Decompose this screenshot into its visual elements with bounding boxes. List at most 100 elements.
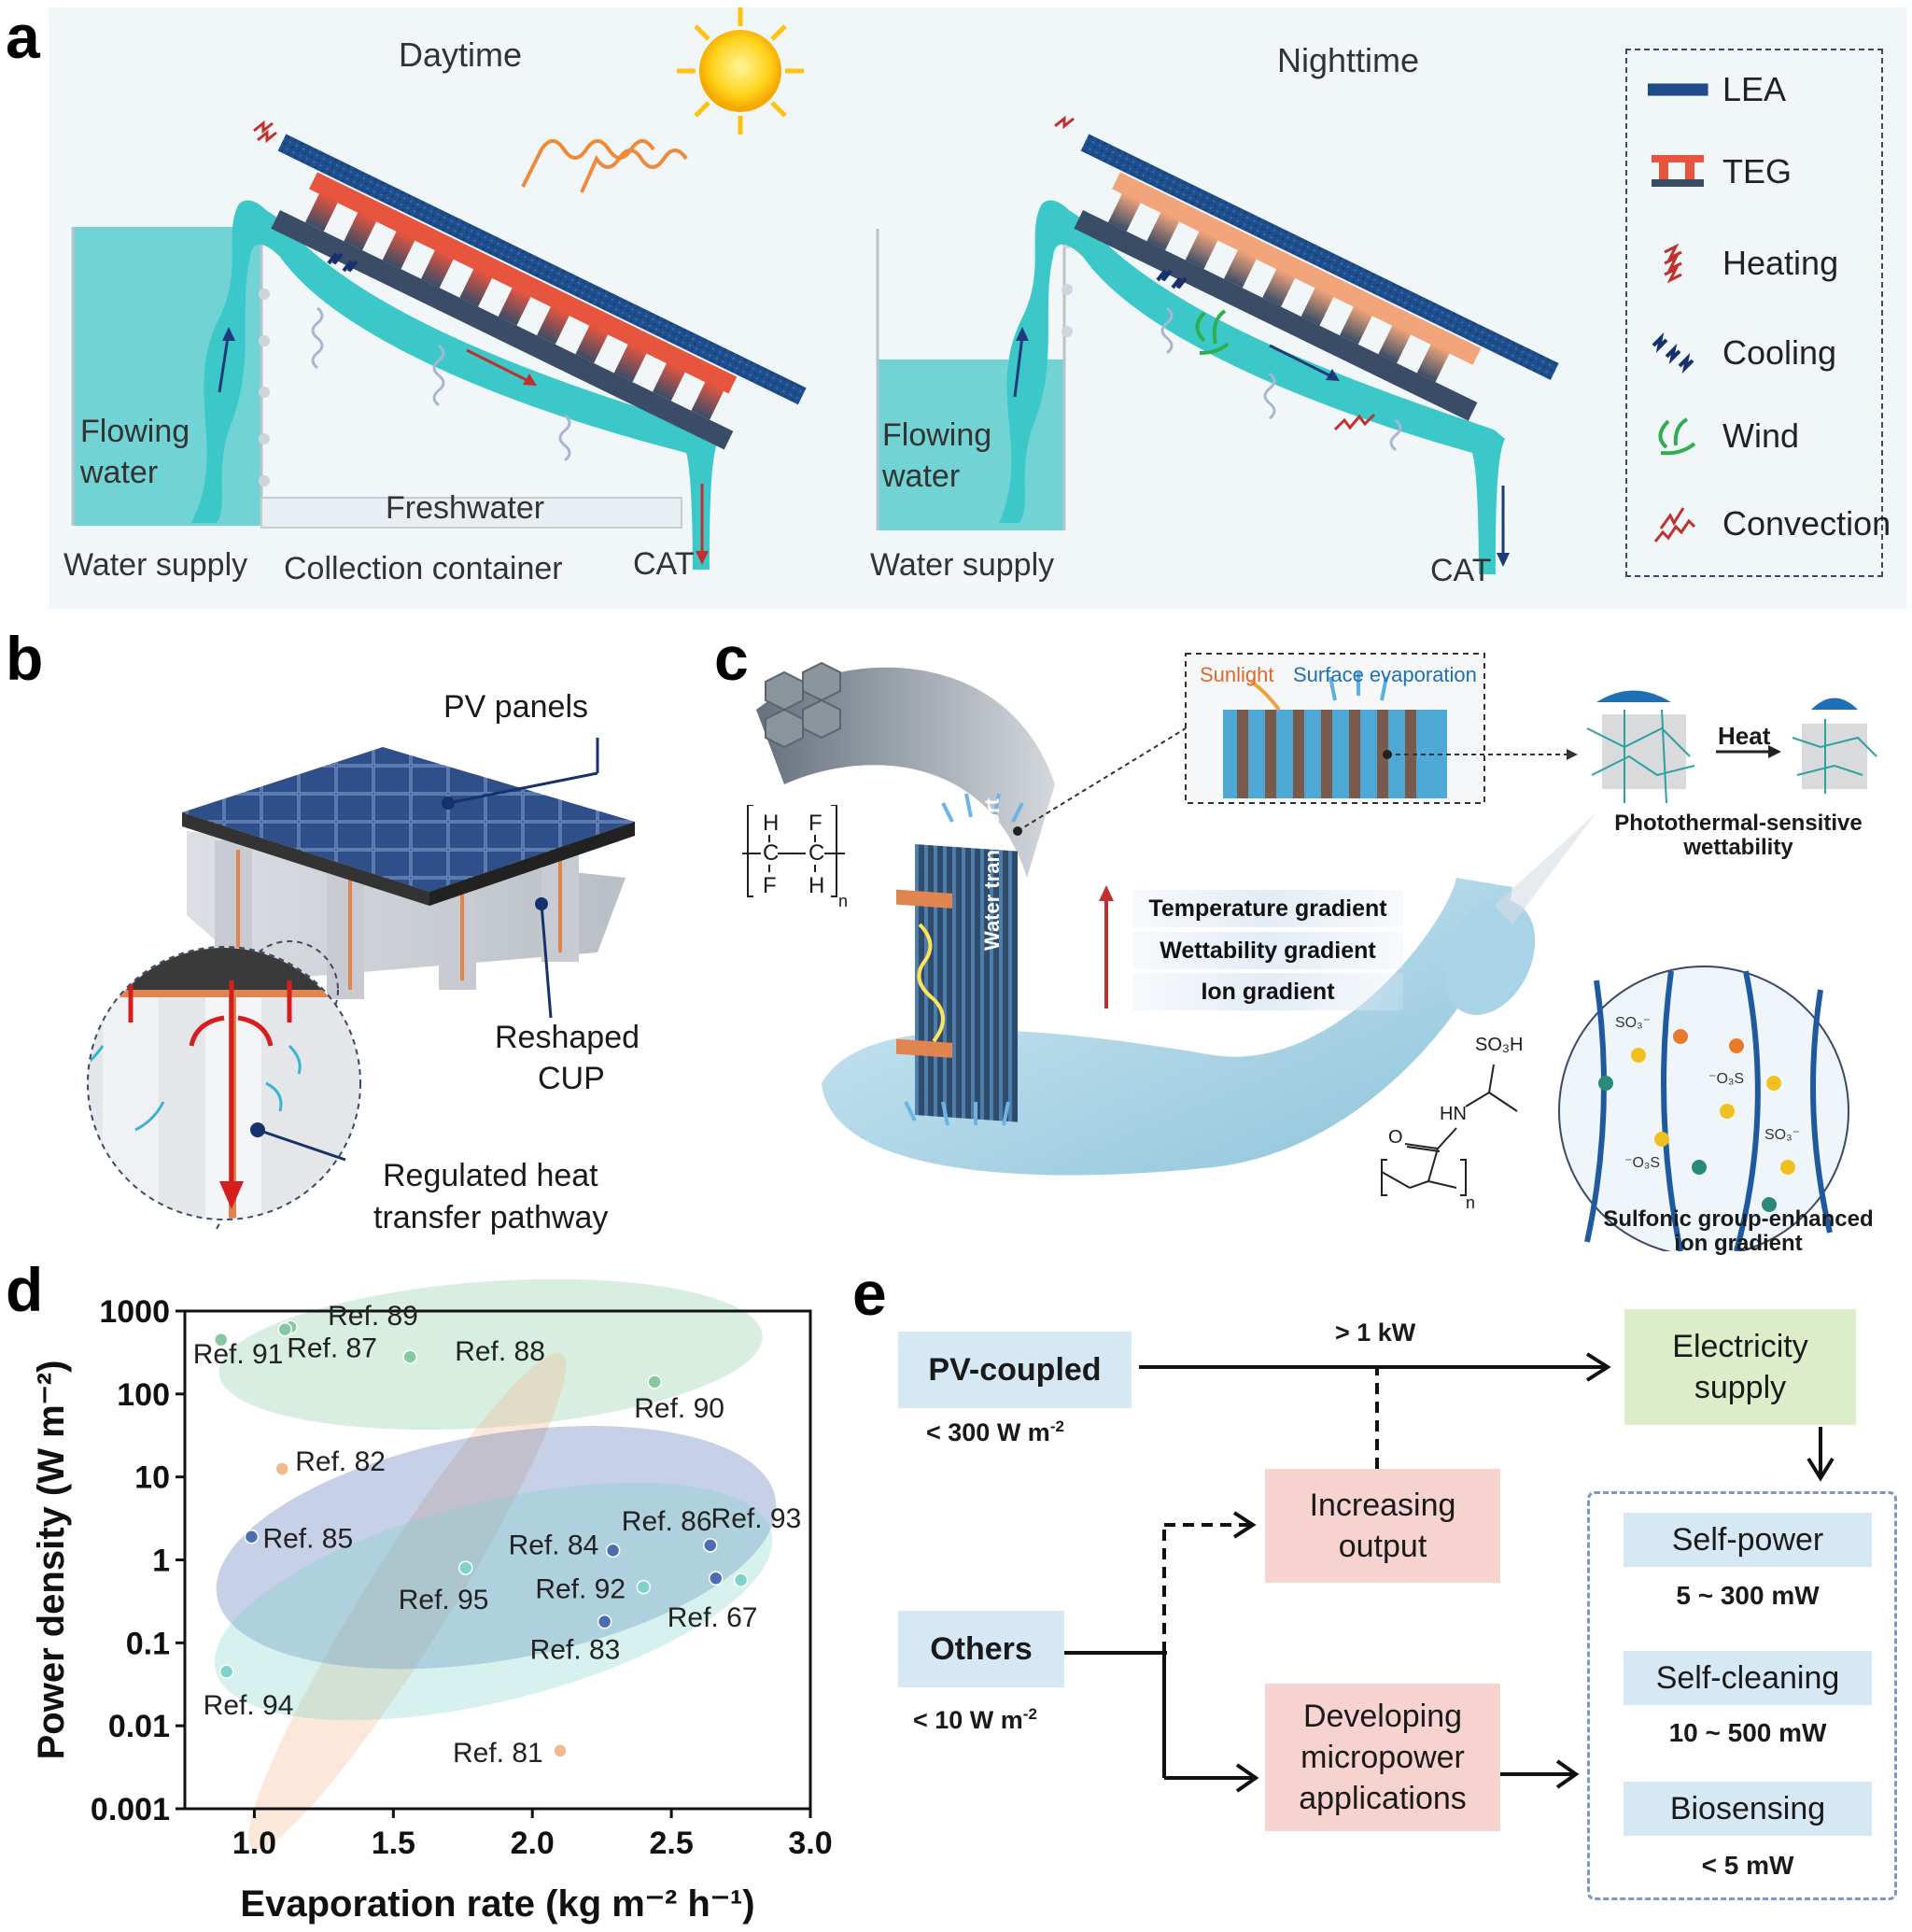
cooling-icon bbox=[1652, 332, 1694, 374]
water-transport-label: Water transport bbox=[980, 798, 1004, 951]
data-point bbox=[244, 1529, 260, 1544]
left-heating-icon bbox=[253, 120, 277, 144]
legend-label-teg: TEG bbox=[1722, 152, 1792, 190]
right-flowing-label-1: Flowing bbox=[882, 417, 992, 453]
electricity-line-1: Electricity bbox=[1672, 1328, 1808, 1364]
pvdf-f2: F bbox=[763, 873, 777, 898]
left-wick bbox=[191, 200, 719, 571]
x-tick-label: 2.5 bbox=[649, 1826, 693, 1861]
wettability-gradient-label: Wettability gradient bbox=[1132, 932, 1403, 969]
data-point bbox=[218, 1664, 234, 1679]
freshwater-label: Freshwater bbox=[386, 490, 545, 526]
data-point-label: Ref. 88 bbox=[455, 1336, 545, 1367]
legend-item-heating: Heating bbox=[1648, 243, 1838, 284]
surface-evaporation-label: Surface evaporation bbox=[1293, 663, 1477, 686]
pv-coupled-box: PV-coupled bbox=[898, 1332, 1132, 1408]
left-teg bbox=[271, 134, 807, 450]
legend-label-convection: Convection bbox=[1722, 504, 1891, 543]
left-cooling-icon bbox=[327, 252, 358, 273]
right-heating-icon bbox=[1054, 115, 1075, 130]
y-tick-label: 1000 bbox=[99, 1294, 170, 1330]
x-tick-label: 1.5 bbox=[372, 1826, 415, 1861]
sunlight-waves bbox=[521, 139, 688, 193]
x-tick-label: 3.0 bbox=[788, 1826, 832, 1861]
ion-gradient-label: Ion gradient bbox=[1132, 973, 1403, 1010]
data-point bbox=[733, 1572, 749, 1587]
panel-label-b: b bbox=[6, 624, 44, 693]
legend-item-convection: Convection bbox=[1648, 501, 1891, 547]
right-water-supply-label: Water supply bbox=[870, 547, 1055, 583]
panel-a-illustration bbox=[71, 7, 1559, 575]
y-axis-label: Power density (W m⁻²) bbox=[31, 1361, 72, 1760]
data-point bbox=[605, 1543, 621, 1558]
right-vapor bbox=[1160, 306, 1402, 452]
self-power-box: Self-power bbox=[1624, 1513, 1872, 1567]
data-point bbox=[647, 1375, 662, 1389]
polymer-bonds bbox=[1381, 1064, 1518, 1196]
panel-b-illustration bbox=[87, 738, 635, 1233]
data-point-label: Ref. 84 bbox=[509, 1530, 599, 1560]
panel-label-d: d bbox=[6, 1255, 44, 1324]
y-tick-label: 0.1 bbox=[126, 1626, 170, 1661]
gt-1kw-label: > 1 kW bbox=[1335, 1319, 1416, 1347]
convection-icon bbox=[1653, 507, 1696, 543]
photothermal-label-1: Photothermal-sensitive bbox=[1614, 811, 1863, 836]
developing-line-3: applications bbox=[1299, 1781, 1467, 1817]
sunlight-label: Sunlight bbox=[1200, 663, 1274, 686]
left-cat-label: CAT bbox=[633, 546, 695, 582]
data-point-label: Ref. 86 bbox=[622, 1506, 712, 1537]
data-point-label: Ref. 83 bbox=[530, 1635, 621, 1666]
pv-panels-label: PV panels bbox=[443, 689, 588, 725]
data-point-label: Ref. 82 bbox=[295, 1446, 386, 1477]
developing-box: Developing micropower applications bbox=[1265, 1684, 1500, 1831]
pvdf-n: n bbox=[838, 892, 849, 910]
electricity-supply-box: Electricity supply bbox=[1624, 1309, 1856, 1425]
data-point bbox=[402, 1349, 417, 1364]
data-point-label: Ref. 91 bbox=[193, 1339, 284, 1370]
temperature-gradient-label: Temperature gradient bbox=[1132, 890, 1403, 927]
developing-line-2: micropower bbox=[1300, 1739, 1465, 1775]
right-flowing-label-2: water bbox=[882, 458, 961, 494]
pv-panel-surface bbox=[182, 747, 635, 892]
left-water-supply-label: Water supply bbox=[63, 547, 248, 583]
group-region-blue bbox=[216, 1426, 777, 1670]
y-tick-label: 100 bbox=[117, 1377, 170, 1413]
others-power-label: < 10 W m-2 bbox=[913, 1705, 1037, 1734]
reshaped-cup-label-2: CUP bbox=[538, 1061, 605, 1096]
panel-e-arrows bbox=[1064, 1352, 1835, 1793]
nighttime-label: Nighttime bbox=[1277, 41, 1420, 79]
pvdf-c2: C bbox=[808, 840, 825, 866]
x-tick-label: 1.0 bbox=[232, 1826, 276, 1861]
data-point bbox=[709, 1571, 724, 1586]
honeycomb-icon bbox=[765, 661, 841, 749]
data-point-label: Ref. 93 bbox=[711, 1503, 802, 1534]
data-point-label: Ref. 85 bbox=[262, 1524, 353, 1555]
photothermal-label-2: wettability bbox=[1683, 835, 1793, 860]
group-region-green bbox=[218, 1278, 763, 1431]
polymer-hn: HN bbox=[1440, 1104, 1467, 1124]
heat-label: Heat bbox=[1718, 722, 1771, 750]
legend-item-teg: TEG bbox=[1648, 151, 1792, 192]
panel-label-c: c bbox=[714, 624, 749, 693]
left-vapor bbox=[311, 306, 571, 462]
increasing-output-box: Increasing output bbox=[1265, 1469, 1500, 1583]
developing-line-1: Developing bbox=[1302, 1698, 1463, 1734]
data-point bbox=[703, 1538, 718, 1553]
reshaped-cup-label-1: Reshaped bbox=[495, 1020, 640, 1055]
panel-c-illustration: SO₃⁻ ⁻O₃S SO₃⁻ ⁻O₃S bbox=[756, 653, 1877, 1251]
panel-label-a: a bbox=[6, 2, 40, 71]
ion-label-2: ⁻O₃S bbox=[1708, 1071, 1744, 1087]
data-point bbox=[213, 1333, 229, 1347]
group-region-teal bbox=[214, 1482, 773, 1721]
legend-item-wind: Wind bbox=[1648, 416, 1799, 457]
sulfonic-label-2: ion gradient bbox=[1674, 1231, 1803, 1256]
right-cooling-icon bbox=[1156, 269, 1188, 289]
increasing-line-1: Increasing bbox=[1309, 1487, 1456, 1523]
data-point bbox=[597, 1614, 612, 1629]
data-point-label: Ref. 87 bbox=[287, 1333, 377, 1364]
data-point bbox=[274, 1461, 289, 1476]
biosensing-box: Biosensing bbox=[1624, 1782, 1872, 1836]
daytime-label: Daytime bbox=[399, 35, 523, 74]
data-point bbox=[277, 1321, 292, 1337]
